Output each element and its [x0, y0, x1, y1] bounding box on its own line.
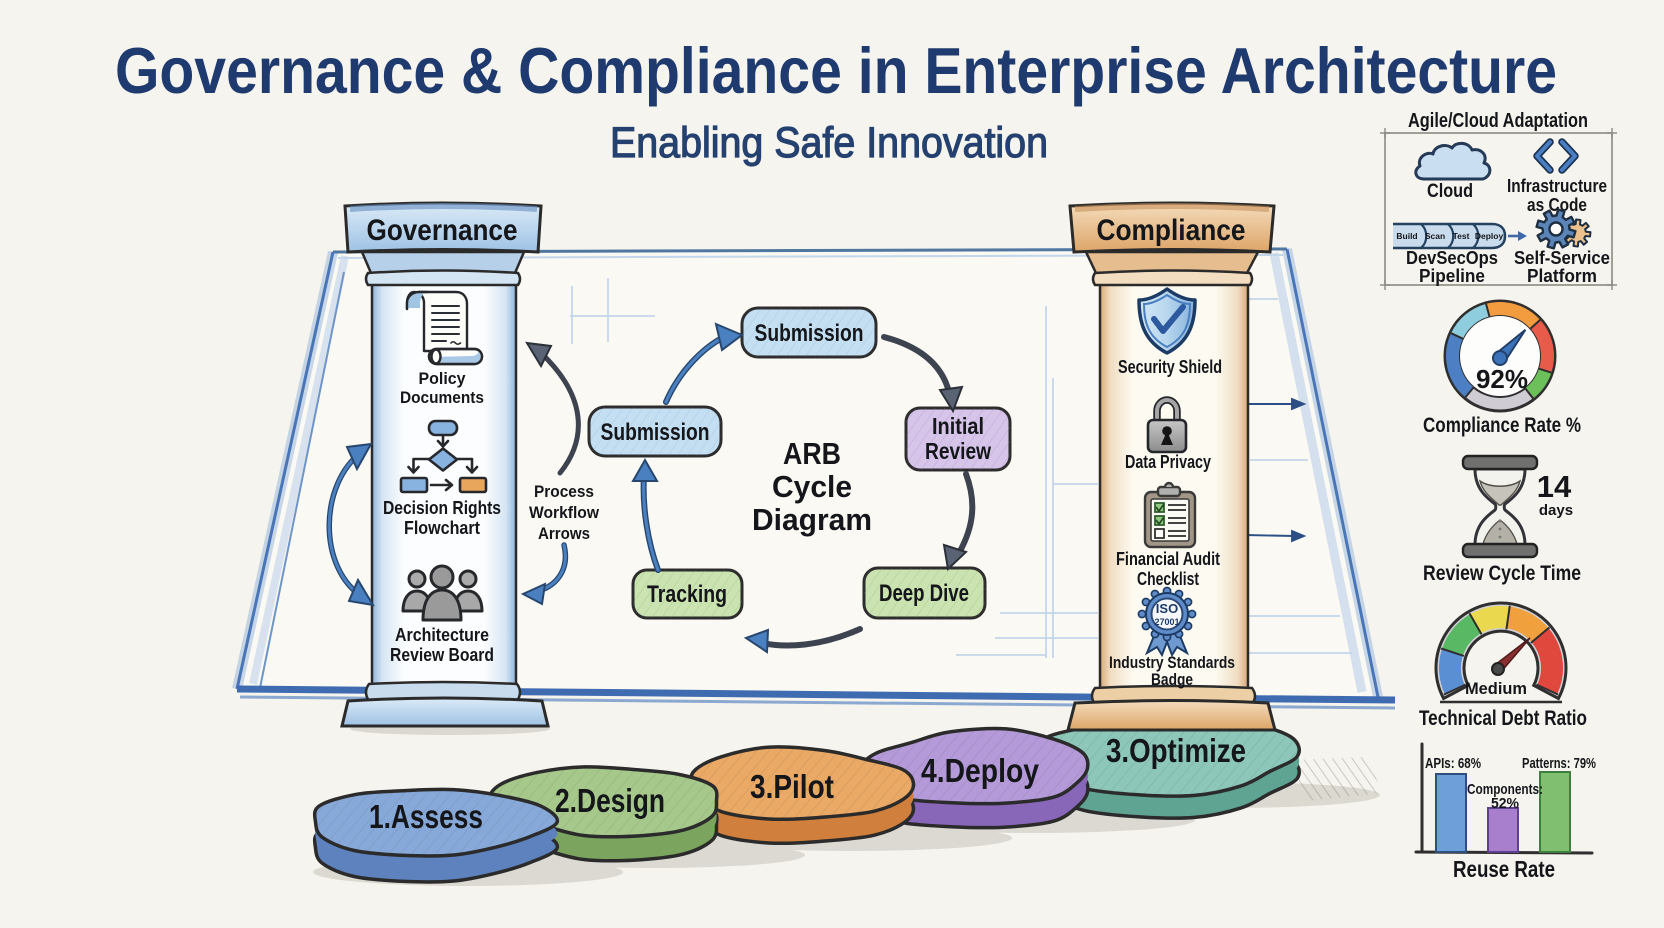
svg-text:Data Privacy: Data Privacy — [1125, 452, 1211, 472]
svg-text:Review: Review — [925, 438, 991, 464]
svg-text:Review Cycle Time: Review Cycle Time — [1423, 562, 1581, 585]
svg-text:4.Deploy: 4.Deploy — [921, 752, 1040, 789]
svg-text:Deep Dive: Deep Dive — [879, 580, 969, 607]
svg-text:Medium: Medium — [1465, 679, 1527, 698]
svg-text:92%: 92% — [1476, 364, 1528, 394]
svg-text:Governance: Governance — [367, 214, 518, 247]
svg-text:Reuse Rate: Reuse Rate — [1453, 856, 1555, 882]
svg-text:Submission: Submission — [601, 419, 710, 446]
svg-text:Infrastructure: Infrastructure — [1507, 176, 1607, 196]
svg-text:2.Design: 2.Design — [555, 782, 665, 819]
svg-text:ARB: ARB — [783, 436, 841, 471]
svg-text:Financial Audit: Financial Audit — [1116, 549, 1220, 569]
svg-text:3.Pilot: 3.Pilot — [750, 768, 834, 805]
svg-text:Badge: Badge — [1151, 670, 1193, 689]
svg-text:Cycle: Cycle — [772, 469, 852, 504]
svg-text:Scan: Scan — [1425, 231, 1445, 241]
svg-text:Review Board: Review Board — [390, 645, 494, 665]
svg-text:Technical Debt Ratio: Technical Debt Ratio — [1419, 707, 1587, 730]
svg-text:Cloud: Cloud — [1427, 181, 1473, 202]
svg-text:Tracking: Tracking — [647, 581, 727, 608]
svg-text:DevSecOps: DevSecOps — [1406, 248, 1498, 268]
svg-text:days: days — [1539, 502, 1573, 519]
svg-text:Submission: Submission — [755, 320, 864, 347]
svg-text:Governance & Compliance in Ent: Governance & Compliance in Enterprise Ar… — [115, 34, 1557, 107]
svg-text:Patterns: 79%: Patterns: 79% — [1522, 755, 1596, 772]
svg-text:1.Assess: 1.Assess — [369, 798, 483, 835]
svg-text:Enabling Safe Innovation: Enabling Safe Innovation — [610, 119, 1048, 167]
svg-text:Test: Test — [1453, 231, 1470, 241]
svg-text:52%: 52% — [1491, 795, 1519, 812]
svg-text:Workflow: Workflow — [529, 503, 600, 522]
svg-text:Self-Service: Self-Service — [1514, 248, 1610, 268]
svg-text:14: 14 — [1537, 469, 1572, 504]
svg-text:ISO: ISO — [1156, 601, 1178, 616]
svg-text:3.Optimize: 3.Optimize — [1106, 732, 1246, 769]
svg-text:Documents: Documents — [400, 388, 484, 407]
svg-text:Process: Process — [534, 482, 594, 501]
svg-text:as Code: as Code — [1527, 195, 1587, 215]
svg-text:Components:: Components: — [1467, 781, 1543, 798]
svg-text:Initial: Initial — [932, 413, 984, 439]
svg-text:Compliance: Compliance — [1097, 214, 1246, 247]
svg-text:Security Shield: Security Shield — [1118, 357, 1222, 377]
svg-text:Platform: Platform — [1527, 266, 1597, 286]
svg-text:Pipeline: Pipeline — [1419, 266, 1485, 286]
svg-text:Deploy: Deploy — [1475, 231, 1504, 241]
svg-text:Compliance Rate %: Compliance Rate % — [1423, 414, 1581, 437]
svg-text:Industry Standards: Industry Standards — [1109, 653, 1235, 672]
svg-text:Arrows: Arrows — [538, 524, 590, 543]
svg-text:Architecture: Architecture — [395, 625, 489, 645]
svg-text:Decision Rights: Decision Rights — [383, 498, 501, 518]
svg-text:Policy: Policy — [419, 369, 466, 388]
svg-text:27001: 27001 — [1154, 617, 1179, 627]
svg-text:Build: Build — [1396, 231, 1417, 241]
svg-text:Diagram: Diagram — [752, 502, 872, 537]
svg-text:Flowchart: Flowchart — [404, 518, 480, 538]
svg-text:APIs: 68%: APIs: 68% — [1425, 755, 1481, 772]
svg-text:Checklist: Checklist — [1137, 569, 1199, 589]
svg-text:Agile/Cloud Adaptation: Agile/Cloud Adaptation — [1408, 110, 1588, 132]
